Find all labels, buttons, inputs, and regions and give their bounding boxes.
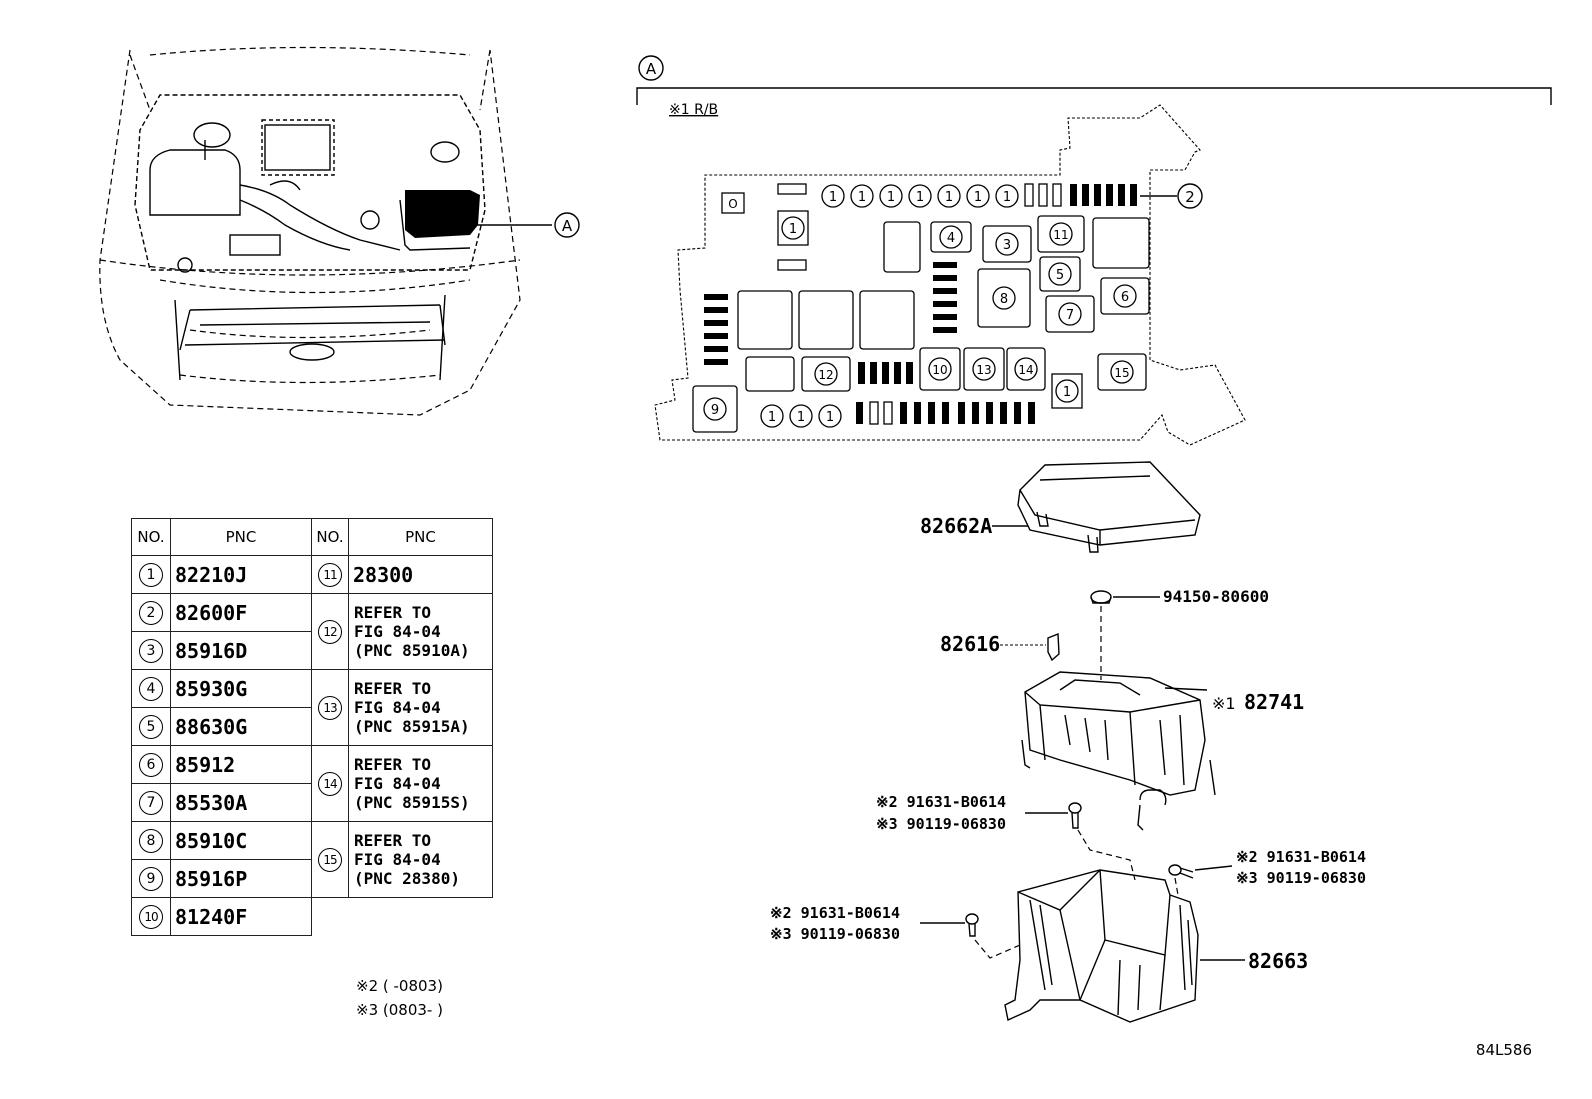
svg-text:12: 12 [818, 368, 833, 382]
svg-text:1: 1 [789, 222, 797, 237]
svg-text:9: 9 [711, 403, 719, 418]
row-number: 15 [318, 847, 342, 872]
row-number: 9 [139, 866, 163, 891]
pnc-value: 88630G [170, 707, 312, 746]
nut-drawing [1090, 590, 1160, 680]
row-number: 13 [318, 695, 342, 720]
bolt-b-drawing [1168, 864, 1233, 896]
engine-bay-illustration [99, 46, 552, 416]
cover-drawing [1017, 461, 1201, 553]
row-number: 3 [139, 638, 163, 663]
part-82662a: 82662A [920, 514, 992, 538]
header-no: NO. [131, 518, 171, 556]
pnc-value: 85916D [170, 631, 312, 670]
header-pnc-2: PNC [348, 518, 493, 556]
pnc-value: 85912 [170, 745, 312, 784]
svg-text:5: 5 [1056, 268, 1064, 283]
svg-text:1: 1 [916, 190, 924, 205]
header-no-2: NO. [311, 518, 349, 556]
pnc-value: 85916P [170, 859, 312, 898]
svg-text:10: 10 [932, 363, 947, 377]
svg-text:1: 1 [1063, 385, 1071, 400]
rb-note: ※1 R/B [669, 102, 718, 118]
note-2: ※2 ( -0803) [356, 977, 443, 995]
pnc-value: 82600F [170, 593, 312, 632]
svg-text:A: A [646, 60, 657, 78]
pnc-value: 81240F [170, 897, 312, 936]
svg-text:2: 2 [1185, 188, 1195, 206]
svg-text:13: 13 [976, 363, 991, 377]
row-number: 10 [139, 904, 163, 929]
pnc-value: 85910C [170, 821, 312, 860]
row-number: 8 [139, 828, 163, 853]
bolt-c-line3: ※3 90119-06830 [770, 925, 900, 943]
row-number: 5 [139, 714, 163, 739]
bolt-c-line2: ※2 91631-B0614 [770, 904, 900, 922]
pnc-value: 85530A [170, 783, 312, 822]
bolt-b-line3: ※3 90119-06830 [1236, 869, 1366, 887]
pnc-value: 85930G [170, 669, 312, 708]
bolt-a-line2: ※2 91631-B0614 [876, 793, 1006, 811]
svg-text:1: 1 [945, 190, 953, 205]
bracket-drawing [1004, 869, 1245, 1023]
svg-text:14: 14 [1018, 363, 1033, 377]
part-82741-prefix: ※1 [1212, 694, 1236, 713]
svg-text:6: 6 [1121, 290, 1129, 305]
figure-code: 84L586 [1475, 1041, 1532, 1059]
pnc-value: 82210J [170, 555, 312, 594]
bolt-c-drawing [920, 913, 1021, 959]
view-a-bracket [636, 87, 1552, 105]
row-number: 14 [318, 771, 342, 796]
part-82663: 82663 [1248, 949, 1308, 973]
note-3: ※3 (0803- ) [356, 1001, 443, 1019]
svg-text:11: 11 [1053, 228, 1068, 242]
row-number: 7 [139, 790, 163, 815]
svg-text:7: 7 [1066, 308, 1074, 323]
svg-text:A: A [562, 217, 573, 235]
svg-text:8: 8 [1000, 292, 1008, 307]
bolt-b-line2: ※2 91631-B0614 [1236, 848, 1366, 866]
row-number: 2 [139, 600, 163, 625]
bolt-a-drawing [1025, 802, 1136, 881]
pnc-table: NO. PNC NO. PNC 1 82210J 11 28300 2 8260… [131, 518, 493, 936]
svg-text:1: 1 [974, 190, 982, 205]
svg-text:1: 1 [887, 190, 895, 205]
svg-text:15: 15 [1114, 366, 1129, 380]
part-94150-80600: 94150-80600 [1163, 587, 1269, 606]
junction-block-drawing [1021, 671, 1216, 831]
callout-a-main: A [554, 212, 580, 238]
row-number: 11 [318, 562, 342, 587]
header-pnc: PNC [170, 518, 312, 556]
fuse-box-layout: O 1 1 1 1 1 1 1 [654, 104, 1246, 446]
svg-text:1: 1 [858, 190, 866, 205]
part-82616: 82616 [940, 632, 1000, 656]
svg-text:1: 1 [829, 190, 837, 205]
bolt-a-line3: ※3 90119-06830 [876, 815, 1006, 833]
row-number: 6 [139, 752, 163, 777]
callout-a-view: A [638, 55, 664, 81]
row-number: 12 [318, 619, 342, 644]
part-82741: 82741 [1244, 690, 1304, 714]
clip-drawing [1000, 632, 1060, 662]
svg-text:1: 1 [1003, 190, 1011, 205]
svg-text:1: 1 [797, 410, 805, 425]
svg-text:1: 1 [826, 410, 834, 425]
row-number: 4 [139, 676, 163, 701]
svg-text:4: 4 [947, 231, 955, 246]
pnc-value: 28300 [348, 555, 493, 594]
row-number: 1 [139, 562, 163, 587]
svg-text:3: 3 [1003, 238, 1011, 253]
svg-text:1: 1 [768, 410, 776, 425]
svg-text:O: O [728, 197, 737, 211]
